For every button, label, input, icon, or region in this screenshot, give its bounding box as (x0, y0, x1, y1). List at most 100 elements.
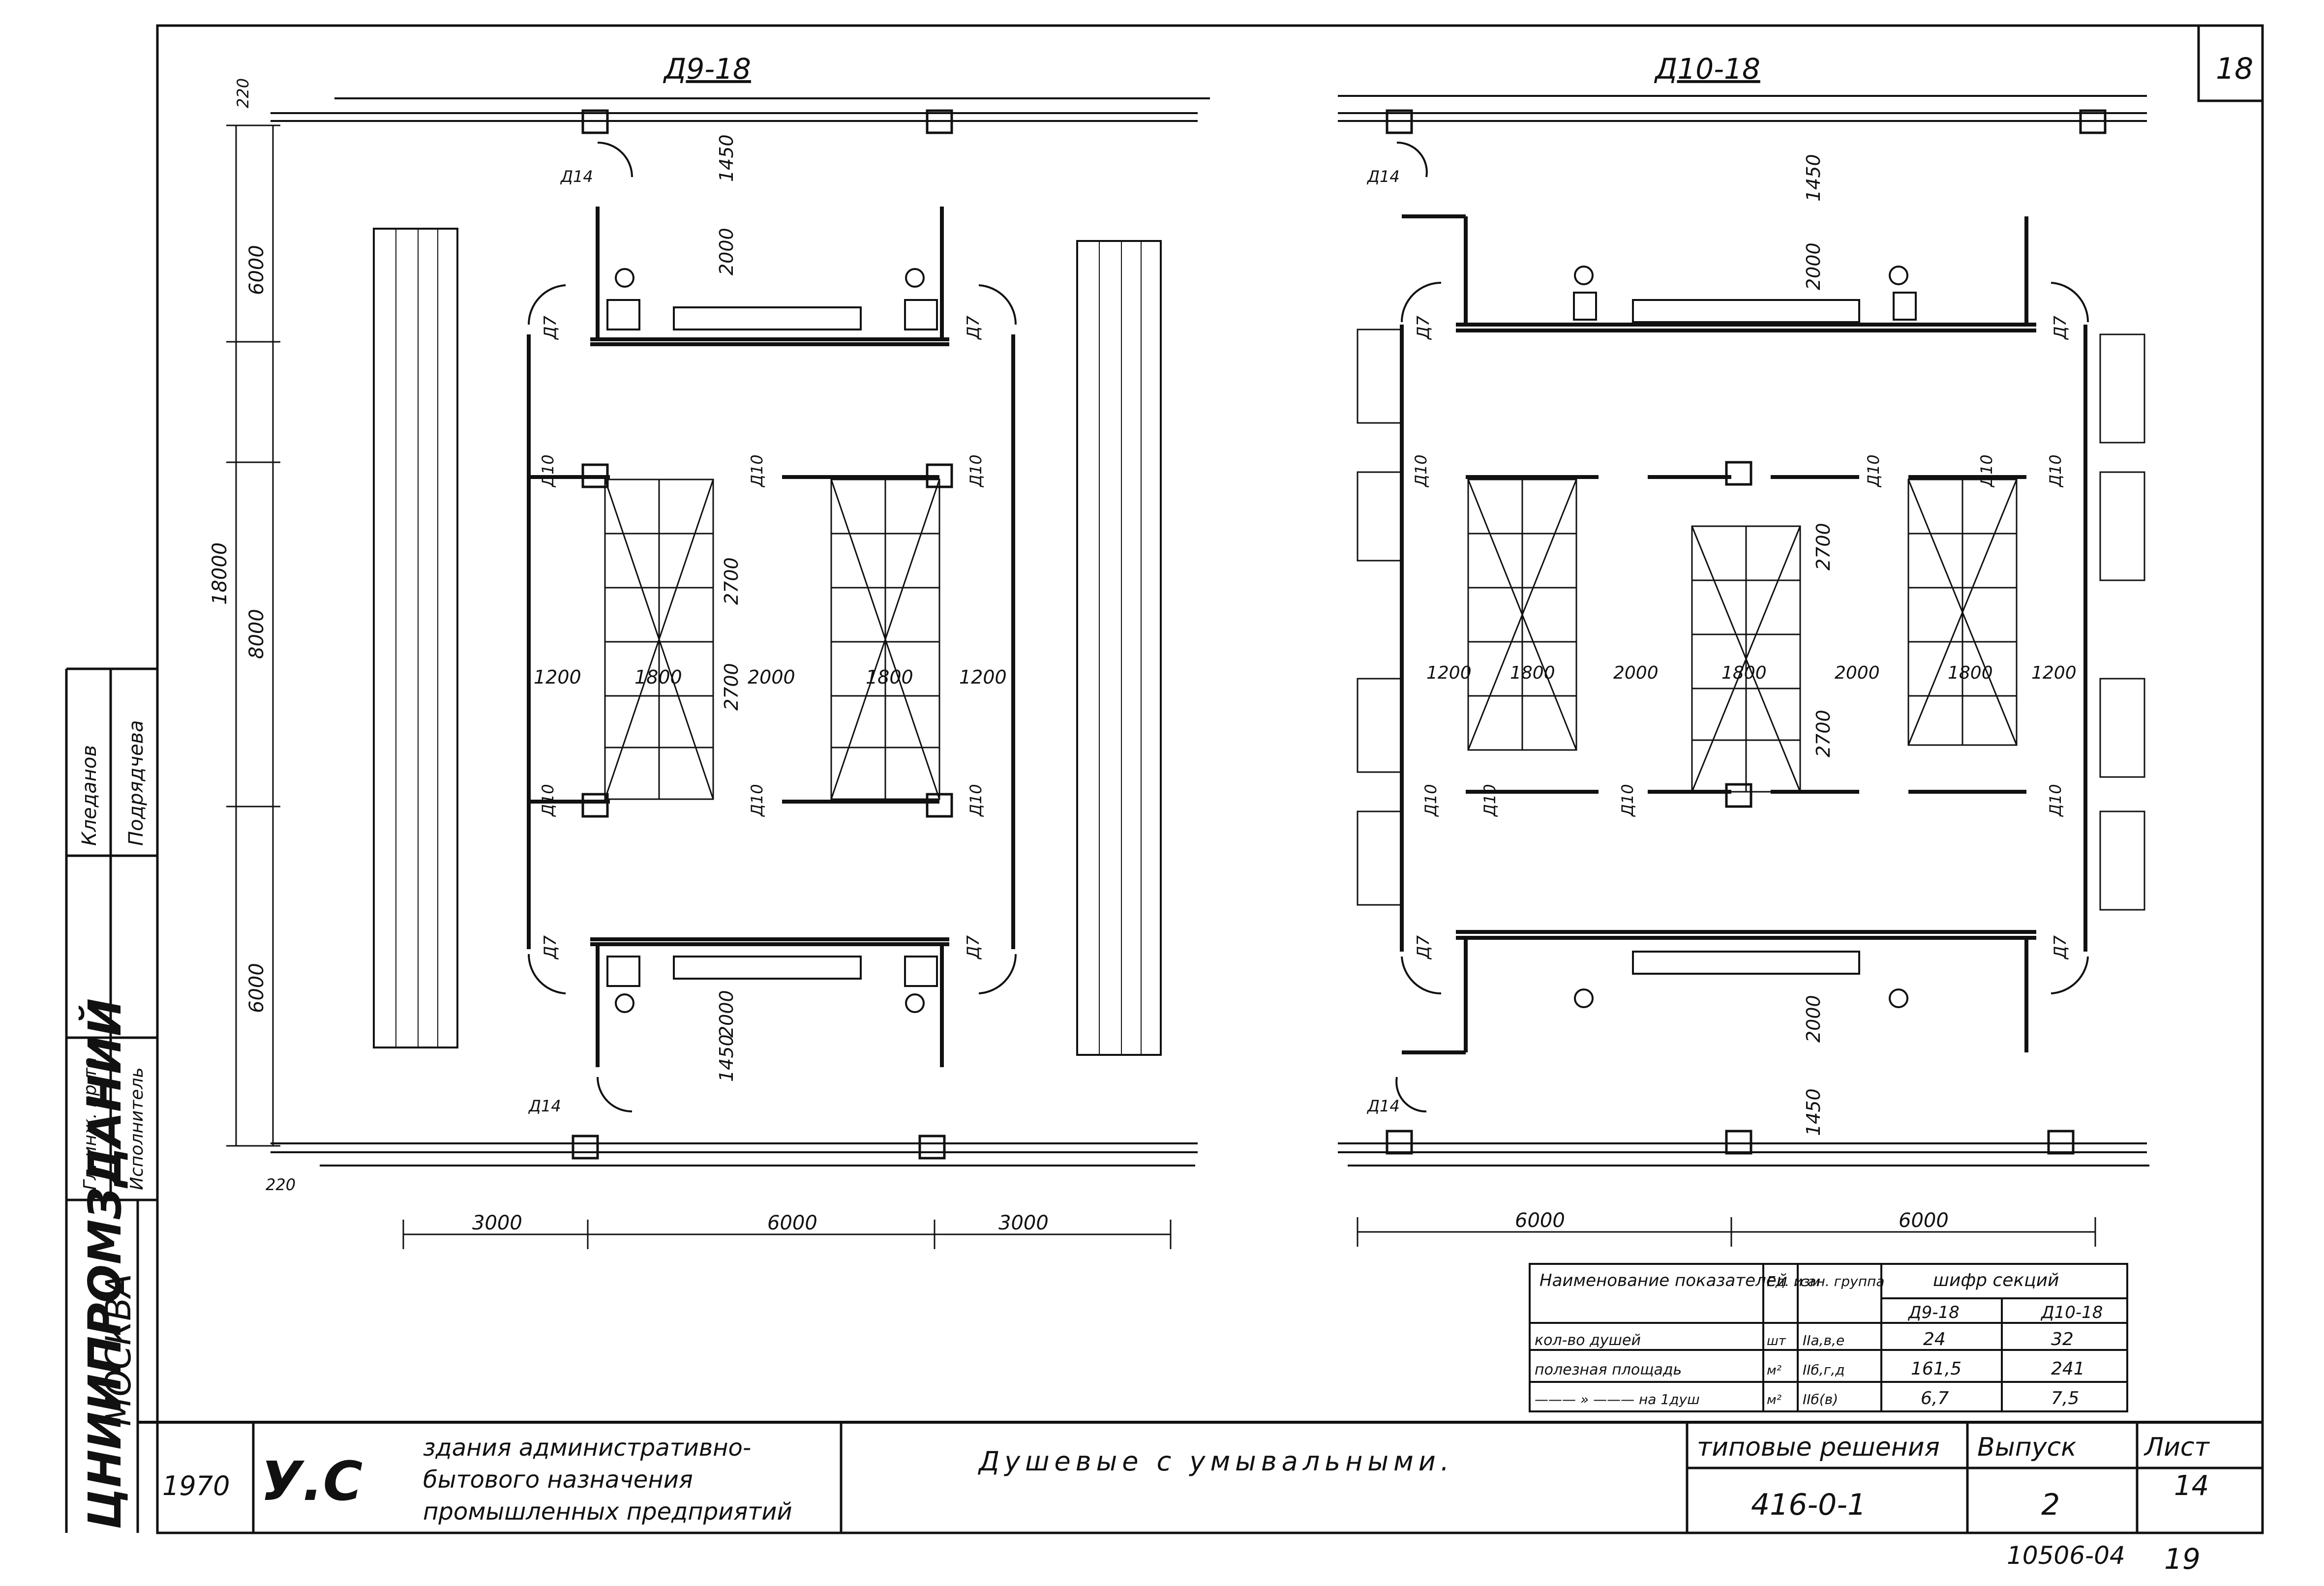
r-dim-6000-b: 6000 (1899, 1209, 1949, 1232)
row3-group: IIб(в) (1803, 1391, 1838, 1407)
r-door-d7-2: Д7 (2051, 315, 2070, 340)
dim-3000-left: 3000 (472, 1212, 522, 1234)
labels: 18 Д9-18 Д10-18 220 220 6000 18000 8000 … (209, 52, 2253, 1234)
title-block: 1970 У.С здания административно- бытовог… (162, 1433, 2210, 1576)
row3-v1: 6,7 (1921, 1388, 1949, 1408)
r-dim-1450-bottom: 1450 (1803, 1088, 1824, 1136)
row3-v2: 7,5 (2051, 1388, 2079, 1408)
stamp-name-2: Подрядчева (125, 720, 148, 846)
dim-2000-mid: 2000 (748, 666, 795, 688)
row2-v2: 241 (2051, 1359, 2085, 1379)
stamp-city: МОСКВА (98, 1274, 139, 1426)
row2-v1: 161,5 (1911, 1359, 1962, 1379)
tb-type-code: 416-0-1 (1751, 1488, 1866, 1522)
side-stamp: ЦНИИПРОМЗДАНИЙ МОСКВА Гл. инж. пр-та Исп… (78, 720, 148, 1529)
r-door-d14-1: Д14 (1366, 167, 1400, 186)
r-door-d10-3: Д10 (1977, 454, 1996, 488)
stamp-role-1: Гл. инж. пр-та (80, 1057, 100, 1190)
tb-year: 1970 (162, 1470, 230, 1501)
stamp-name-1: Кледанов (78, 745, 101, 846)
row1-group: IIа,в,е (1803, 1332, 1844, 1348)
r-door-d10-8: Д10 (2046, 784, 2065, 817)
r-dim-1800-a: 1800 (1510, 663, 1555, 683)
right-plan-title: Д10-18 (1654, 52, 1760, 86)
door-d10-5: Д10 (748, 784, 766, 817)
th-name: Наименование показателей (1539, 1271, 1787, 1290)
r-door-d10-7: Д10 (1618, 784, 1637, 817)
left-plan-title: Д9-18 (663, 52, 751, 86)
tb-archive: 10506-04 (2007, 1541, 2125, 1570)
tb-issue-value: 2 (2041, 1488, 2060, 1522)
r-dim-2700-a: 2700 (1812, 523, 1834, 570)
plan-d9-18 (226, 97, 1210, 1249)
dim-2000-bottom: 2000 (716, 990, 737, 1038)
r-dim-2000-b: 2000 (1835, 663, 1880, 683)
row1-v1: 24 (1923, 1329, 1946, 1349)
r-door-d7-4: Д7 (2051, 935, 2070, 960)
r-dim-2000-a: 2000 (1613, 663, 1659, 683)
dim-18000: 18000 (209, 542, 231, 605)
door-d7-1: Д7 (541, 315, 560, 340)
th-unit: Ед. изм (1767, 1273, 1820, 1289)
dim-1800-b: 1800 (866, 666, 913, 688)
r-dim-1800-c: 1800 (1948, 663, 1993, 683)
dim-1200-right: 1200 (959, 666, 1007, 688)
dim-6000-mid: 6000 (767, 1212, 817, 1234)
dim-6000-bottom: 6000 (245, 963, 268, 1013)
dim-220-bottom: 220 (266, 1175, 296, 1194)
th-group: сан. группа (1800, 1273, 1885, 1289)
door-d7-4: Д7 (964, 935, 983, 960)
row1-name: кол-во душей (1535, 1332, 1641, 1349)
tb-desc-2: бытового назначения (423, 1466, 693, 1494)
dim-1200-left: 1200 (534, 666, 581, 688)
r-door-d10-1: Д10 (1412, 454, 1430, 488)
door-d7-2: Д7 (964, 315, 983, 340)
r-dim-2000-top: 2000 (1803, 242, 1824, 290)
tb-issue-label: Выпуск (1977, 1433, 2077, 1462)
dim-1800-a: 1800 (634, 666, 682, 688)
dim-2000-top: 2000 (716, 228, 737, 275)
r-dim-1200-left: 1200 (1426, 663, 1472, 683)
row2-group: IIб,г,д (1803, 1362, 1845, 1378)
stamp-org: ЦНИИПРОМЗДАНИЙ (78, 998, 131, 1529)
door-d14-2: Д14 (528, 1097, 561, 1115)
r-door-d10-4: Д10 (2046, 454, 2065, 488)
row2-unit: м² (1767, 1363, 1781, 1378)
r-dim-6000-a: 6000 (1515, 1209, 1565, 1232)
r-door-d10-5: Д10 (1421, 784, 1440, 817)
plan-d10-18 (1338, 95, 2149, 1247)
row1-unit: шт (1767, 1334, 1786, 1348)
th-cipher: шифр секций (1933, 1270, 2059, 1290)
table-row: кол-во душей шт IIа,в,е 24 32 (1535, 1329, 2074, 1349)
r-door-d10-6: Д10 (1480, 784, 1499, 817)
stamp-role-2: Исполнитель (127, 1067, 147, 1190)
spec-table: Наименование показателей Ед. изм сан. гр… (1529, 1263, 2128, 1412)
tb-page: 19 (2164, 1542, 2201, 1576)
table-row: полезная площадь м² IIб,г,д 161,5 241 (1535, 1359, 2085, 1379)
row3-name: ——— » ——— на 1душ (1535, 1391, 1700, 1407)
outer-frame (156, 24, 2264, 1534)
tb-subject: Душевые с умывальными. (978, 1446, 1454, 1477)
door-d14-1: Д14 (560, 167, 593, 186)
tb-desc-3: промышленных предприятий (423, 1498, 792, 1526)
r-dim-2000-bottom: 2000 (1803, 995, 1824, 1043)
door-d10-4: Д10 (539, 784, 557, 817)
r-door-d7-1: Д7 (1414, 315, 1433, 340)
dim-2700-b: 2700 (721, 663, 742, 711)
r-dim-1450-top: 1450 (1803, 154, 1824, 202)
tb-series: У.С (261, 1450, 362, 1513)
tb-desc-1: здания административно- (423, 1434, 751, 1462)
dim-2700-a: 2700 (721, 557, 742, 605)
r-dim-1200-right: 1200 (2031, 663, 2077, 683)
r-dim-1800-b: 1800 (1721, 663, 1767, 683)
door-d7-3: Д7 (541, 935, 560, 960)
table-row: ——— » ——— на 1душ м² IIб(в) 6,7 7,5 (1535, 1388, 2079, 1408)
r-door-d10-2: Д10 (1864, 454, 1883, 488)
door-d10-3: Д10 (966, 454, 985, 488)
sheet-number: 18 (2216, 52, 2253, 86)
dim-3000-right: 3000 (998, 1212, 1049, 1234)
dim-8000: 8000 (245, 609, 268, 659)
row1-v2: 32 (2051, 1329, 2074, 1349)
r-door-d7-3: Д7 (1414, 935, 1433, 960)
